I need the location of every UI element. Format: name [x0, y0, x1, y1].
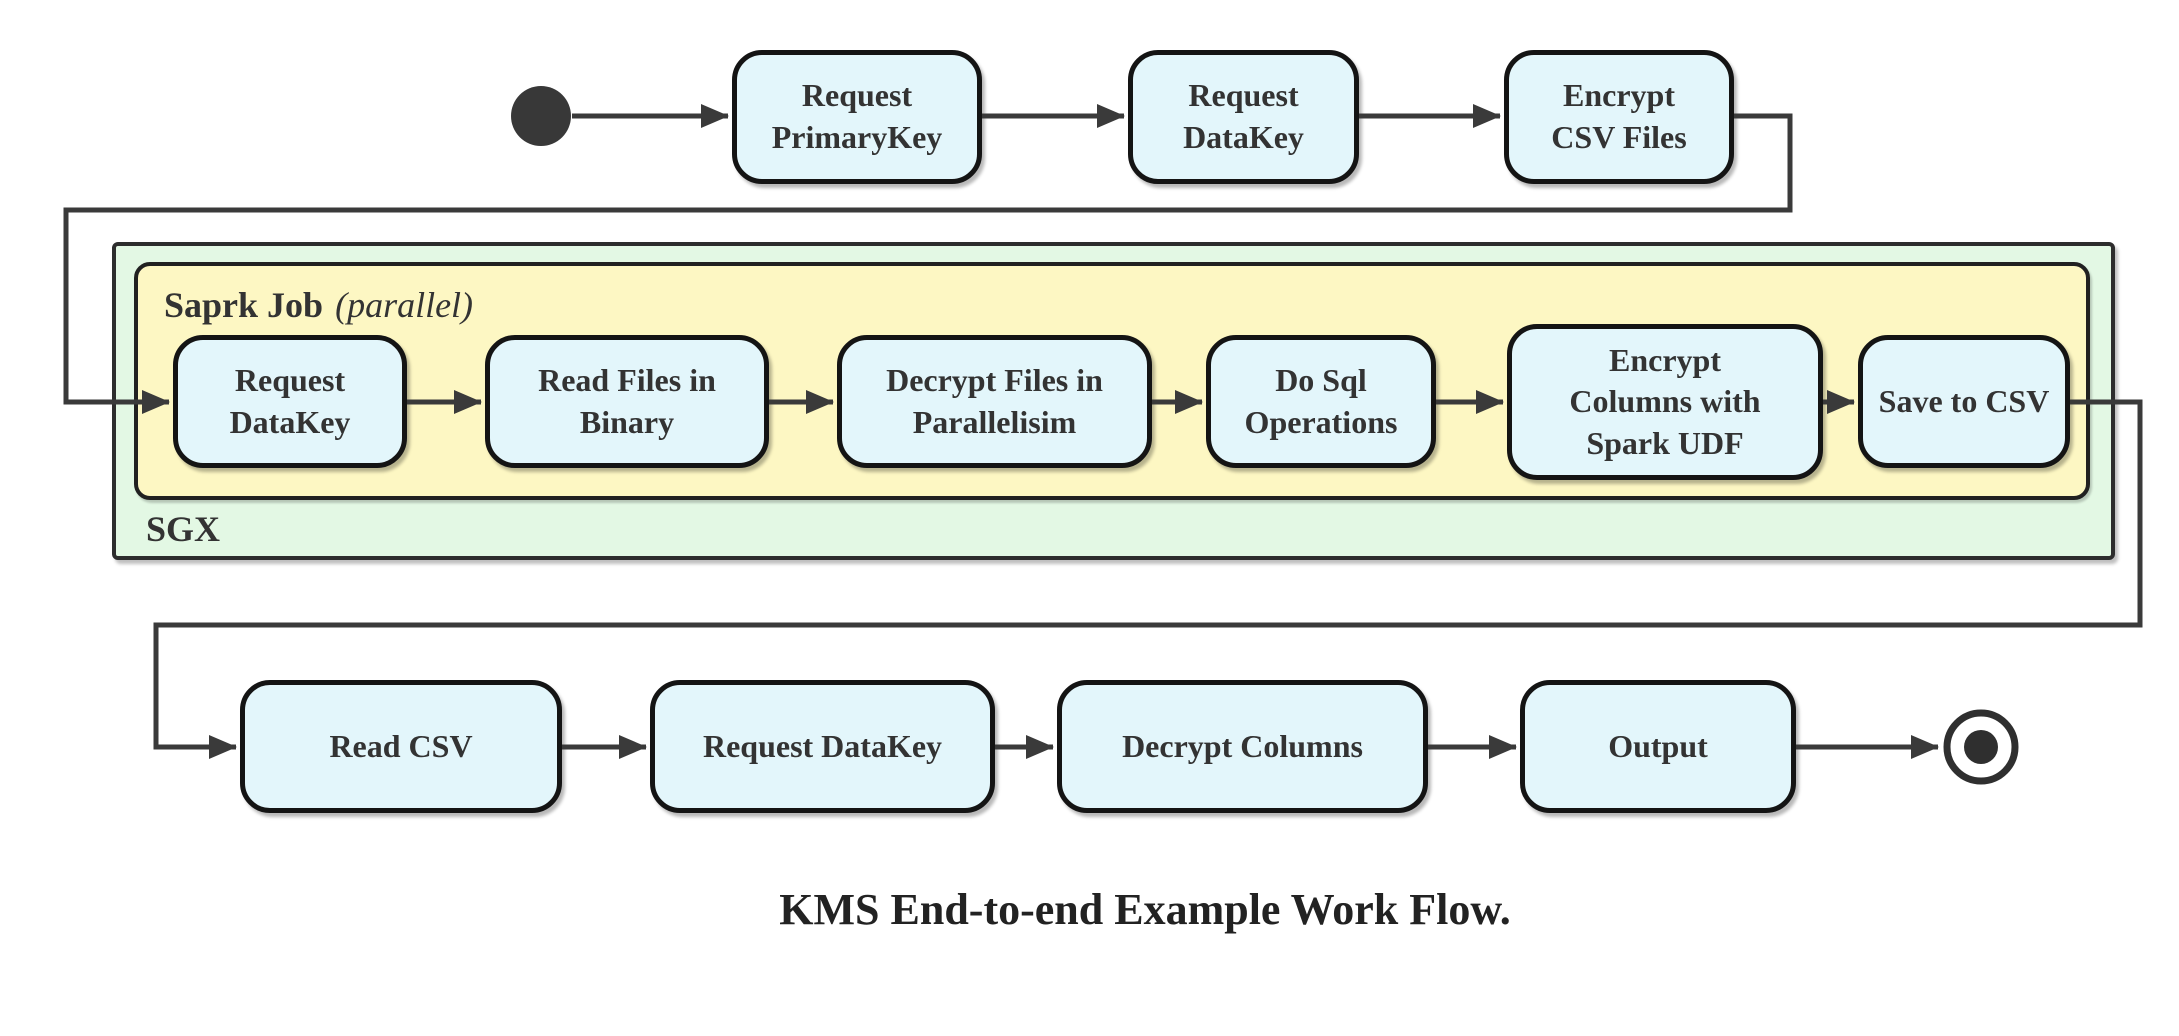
state-output: Output — [1520, 680, 1796, 813]
state-request-datakey-spark: Request DataKey — [173, 335, 407, 468]
state-decrypt-columns: Decrypt Columns — [1057, 680, 1428, 813]
state-read-files-in-binary: Read Files in Binary — [485, 335, 769, 468]
final-state-node — [1943, 709, 2019, 785]
spark-job-label: Saprk Job (parallel) — [164, 284, 473, 326]
state-save-to-csv: Save to CSV — [1858, 335, 2070, 468]
sgx-label: SGX — [146, 509, 221, 549]
state-encrypt-csv-files: Encrypt CSV Files — [1504, 50, 1734, 184]
start-state-node — [511, 86, 571, 146]
state-read-csv: Read CSV — [240, 680, 562, 813]
diagram-caption: KMS End-to-end Example Work Flow. — [779, 885, 1511, 934]
spark-job-qualifier: (parallel) — [335, 285, 474, 325]
state-request-primarykey: Request PrimaryKey — [732, 50, 982, 184]
state-decrypt-files-in-parallelisim: Decrypt Files in Parallelisim — [837, 335, 1152, 468]
spark-job-title: Saprk Job — [164, 285, 324, 325]
state-do-sql-operations: Do Sql Operations — [1206, 335, 1436, 468]
state-encrypt-columns-with-spark-udf: Encrypt Columns with Spark UDF — [1507, 324, 1823, 480]
state-request-datakey-client: Request DataKey — [650, 680, 995, 813]
state-request-datakey-top: Request DataKey — [1128, 50, 1359, 184]
